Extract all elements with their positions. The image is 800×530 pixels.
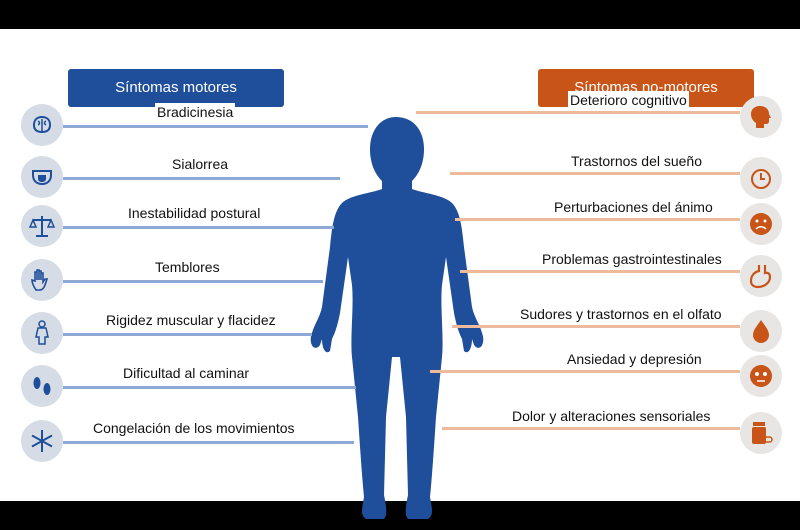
non-motor-connector-line — [450, 172, 740, 175]
motor-symptom-label: Sialorrea — [170, 155, 231, 173]
motor-connector-line — [63, 125, 368, 128]
motor-symptom-label: Rigidez muscular y flacidez — [104, 311, 278, 329]
motor-connector-line — [63, 333, 312, 336]
non-motor-symptom-label: Dolor y alteraciones sensoriales — [510, 407, 713, 425]
alarm-clock-icon — [740, 157, 782, 199]
balance-scale-icon — [21, 205, 63, 247]
non-motor-connector-line — [442, 427, 740, 430]
motor-connector-line — [63, 441, 354, 444]
pill-bottle-icon — [740, 412, 782, 454]
motor-connector-line — [63, 386, 356, 389]
snowflake-icon — [21, 420, 63, 462]
worried-face-icon — [740, 355, 782, 397]
hand-icon — [21, 259, 63, 301]
non-motor-connector-line — [430, 370, 740, 373]
non-motor-symptom-label: Ansiedad y depresión — [565, 350, 704, 368]
motor-symptom-label: Congelación de los movimientos — [91, 419, 297, 437]
motor-symptom-label: Temblores — [153, 258, 222, 276]
non-motor-symptom-label: Deterioro cognitivo — [568, 91, 689, 109]
motor-symptom-label: Inestabilidad postural — [126, 204, 263, 222]
non-motor-connector-line — [460, 270, 740, 273]
human-body-figure — [310, 117, 484, 519]
footprints-icon — [21, 365, 63, 407]
drop-icon — [740, 310, 782, 352]
non-motor-symptom-label: Sudores y trastornos en el olfato — [518, 305, 724, 323]
non-motor-connector-line — [416, 111, 740, 114]
non-motor-symptom-label: Trastornos del sueño — [569, 152, 704, 170]
motor-connector-line — [63, 226, 334, 229]
non-motor-connector-line — [452, 325, 740, 328]
motor-connector-line — [63, 177, 340, 180]
non-motor-symptom-label: Problemas gastrointestinales — [540, 250, 724, 268]
body-left-half — [310, 117, 396, 519]
muscle-body-icon — [21, 312, 63, 354]
mouth-tongue-icon — [21, 156, 63, 198]
non-motor-symptom-label: Perturbaciones del ánimo — [552, 198, 715, 216]
motor-symptom-label: Bradicinesia — [155, 103, 236, 121]
stomach-icon — [740, 255, 782, 297]
head-cognition-icon — [740, 96, 782, 138]
motor-connector-line — [63, 280, 323, 283]
brain-icon — [21, 104, 63, 146]
motor-symptom-label: Dificultad al caminar — [121, 364, 252, 382]
infographic: Síntomas motores Síntomas no-motores Bra… — [0, 29, 800, 519]
non-motor-connector-line — [455, 218, 740, 221]
sad-face-icon — [740, 203, 782, 245]
motor-symptoms-header: Síntomas motores — [68, 69, 284, 107]
